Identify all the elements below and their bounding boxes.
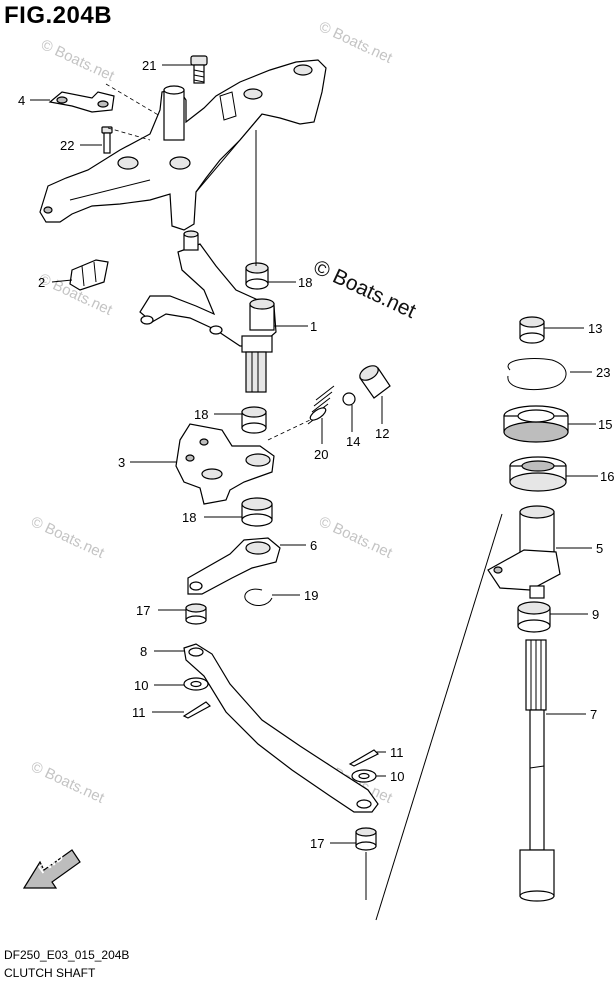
part-4-bracket <box>48 91 115 113</box>
callout-leaders <box>30 64 598 844</box>
part-23-circlip <box>507 357 567 390</box>
callout-20: 20 <box>314 447 328 462</box>
part-10-washer-upper <box>183 677 209 691</box>
callout-1: 1 <box>310 319 317 334</box>
part-20-spring <box>307 385 335 425</box>
part-19-snap-ring <box>244 588 273 606</box>
forward-direction-arrow: FWD <box>22 849 81 889</box>
part-22-small-bolt <box>101 126 113 154</box>
part-18-bushing-top <box>245 262 269 290</box>
part-15-bearing <box>503 405 569 443</box>
part-11-cotter-pin-upper <box>182 701 211 719</box>
callout-8: 8 <box>140 644 147 659</box>
part-21-bolt <box>190 55 208 84</box>
callout-3: 3 <box>118 455 125 470</box>
callout-10-lower: 10 <box>390 769 404 784</box>
part-2-clip <box>69 259 109 291</box>
callout-18-top: 18 <box>298 275 312 290</box>
part-7-clutch-shaft <box>519 639 555 902</box>
callout-21: 21 <box>142 58 156 73</box>
part-17-bushing-lower <box>355 827 377 851</box>
part-5-guide-flange <box>487 505 561 599</box>
callout-6: 6 <box>310 538 317 553</box>
figure-code: DF250_E03_015_204B <box>4 948 130 962</box>
watermark: © Boats.net <box>28 758 107 807</box>
watermark-featured: © Boats.net <box>310 256 420 323</box>
part-8-link-rod <box>183 643 379 813</box>
watermark: © Boats.net <box>38 36 117 85</box>
part-14-ball <box>342 392 356 406</box>
watermark: © Boats.net <box>316 18 395 67</box>
callout-17-upper: 17 <box>136 603 150 618</box>
callout-23: 23 <box>596 365 610 380</box>
part-17-bushing-upper <box>185 603 207 625</box>
callout-17-lower: 17 <box>310 836 324 851</box>
callout-5: 5 <box>596 541 603 556</box>
part-18-bushing-middle <box>241 406 267 434</box>
assembly-line <box>267 419 311 441</box>
callout-22: 22 <box>60 138 74 153</box>
callout-10-upper: 10 <box>134 678 148 693</box>
part-13-plug <box>519 316 545 344</box>
part-6-lever <box>187 537 281 595</box>
callout-18-middle: 18 <box>194 407 208 422</box>
part-9-bushing <box>517 601 551 633</box>
watermark: © Boats.net <box>28 513 107 562</box>
part-18-bushing-lower <box>241 497 273 527</box>
part-12-sleeve <box>359 365 391 399</box>
part-housing-upper <box>39 59 327 231</box>
part-10-washer-lower <box>351 769 377 783</box>
part-16-seal <box>509 456 567 492</box>
callout-19: 19 <box>304 588 318 603</box>
assembly-lines <box>105 83 503 921</box>
part-3-cam-block <box>175 423 275 505</box>
part-11-cotter-pin-lower <box>348 749 380 767</box>
callout-16: 16 <box>600 469 614 484</box>
watermark: © Boats.net <box>316 513 395 562</box>
callout-7: 7 <box>590 707 597 722</box>
callout-12: 12 <box>375 426 389 441</box>
callout-11-upper: 11 <box>132 705 146 720</box>
callout-4: 4 <box>18 93 25 108</box>
part-1-shift-arm <box>139 230 277 393</box>
callout-15: 15 <box>598 417 612 432</box>
callout-13: 13 <box>588 321 602 336</box>
callout-9: 9 <box>592 607 599 622</box>
figure-name: CLUTCH SHAFT <box>4 966 96 980</box>
callout-18-lower: 18 <box>182 510 196 525</box>
figure-title: FIG.204B <box>4 2 113 29</box>
callout-numbers: 21 4 22 2 18 1 18 20 14 12 3 18 6 19 17 … <box>18 58 614 851</box>
callout-2: 2 <box>38 275 45 290</box>
callout-11-lower: 11 <box>390 745 404 760</box>
callout-14: 14 <box>346 434 360 449</box>
